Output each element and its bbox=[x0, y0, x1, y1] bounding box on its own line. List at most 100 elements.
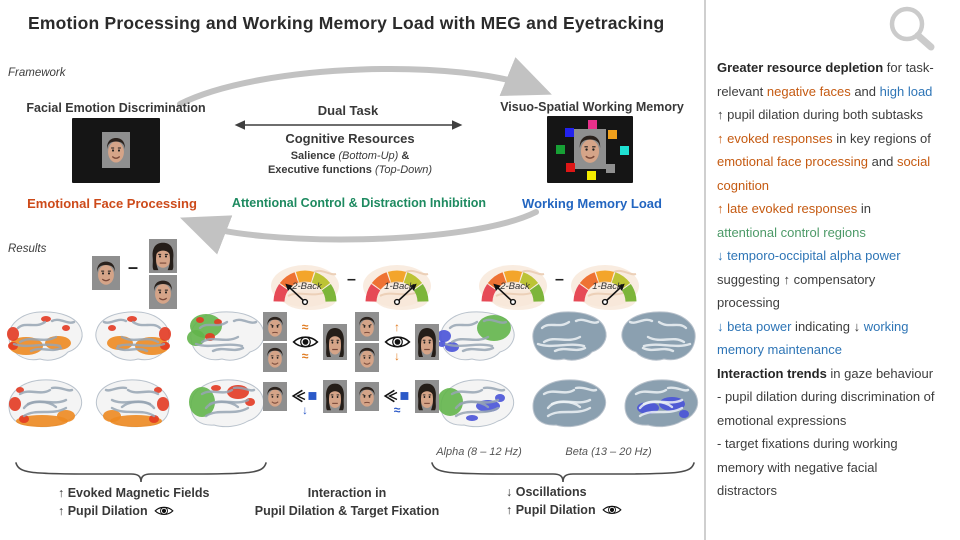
brain-map-orange-lateral bbox=[0, 306, 88, 364]
face-happy bbox=[355, 343, 379, 372]
wm-square bbox=[620, 146, 629, 155]
brain-map-slate-lateral bbox=[524, 306, 612, 364]
eye-icon bbox=[383, 334, 411, 350]
highlight-line: ↑ pupil dilation during both subtasks bbox=[717, 103, 957, 127]
text-segment: (Bottom-Up) bbox=[338, 150, 399, 162]
caption-middle: Interaction in Pupil Dilation & Target F… bbox=[247, 484, 447, 520]
text-segment: distractors bbox=[717, 483, 777, 498]
heading-facial-emotion-discrimination: Facial Emotion Discrimination bbox=[26, 101, 206, 115]
face-angry bbox=[355, 312, 379, 341]
text-segment: - target fixations during working bbox=[717, 436, 898, 451]
text-segment: Salience bbox=[290, 150, 339, 162]
text-segment: for task- bbox=[883, 60, 934, 75]
heading-visuo-spatial-wm: Visuo-Spatial Working Memory bbox=[500, 100, 684, 114]
highlight-line: ↑ late evoked responses in bbox=[717, 197, 957, 221]
interaction-group: ↑↓ bbox=[355, 312, 439, 372]
symbol-column: ≈≈ bbox=[290, 321, 320, 363]
text-segment: working bbox=[863, 318, 909, 334]
interaction-group: ≈≈ bbox=[263, 312, 347, 372]
text-segment: indicating ↓ bbox=[791, 318, 864, 334]
text-segment: emotional expressions bbox=[717, 412, 847, 428]
text-segment: ↓ beta power bbox=[717, 318, 792, 334]
caption-evoked-fields: ↑ Evoked Magnetic Fields bbox=[58, 486, 210, 500]
highlight-line: cognition bbox=[717, 174, 957, 198]
text-segment: in gaze behaviour bbox=[826, 365, 934, 381]
bottom-mark: ≈ bbox=[301, 348, 309, 363]
text-segment: suggesting ↑ compensatory bbox=[717, 271, 876, 287]
gauge-1back-right: 1-Back bbox=[568, 256, 644, 310]
gaze-target-icon bbox=[383, 388, 411, 404]
caption-interaction-2: Pupil Dilation & Target Fixation bbox=[254, 504, 440, 518]
cognitive-resources-label: Cognitive Resources bbox=[285, 131, 415, 146]
framework-section-label: Framework bbox=[8, 67, 66, 79]
highlight-line: processing bbox=[717, 291, 957, 315]
text-segment: (Top-Down) bbox=[374, 164, 433, 176]
brain-map-greenBlue-medial bbox=[432, 374, 520, 432]
wm-square bbox=[608, 130, 617, 139]
left-brace bbox=[15, 462, 267, 483]
text-segment: in key regions of bbox=[832, 130, 931, 146]
text-segment: & bbox=[398, 150, 410, 162]
face-female bbox=[323, 379, 347, 413]
brain-map-slate-lateral bbox=[616, 306, 704, 364]
text-segment: - pupil dilation during discrimination o… bbox=[717, 389, 935, 404]
gauge-1back: 1-Back bbox=[360, 256, 436, 310]
wm-square bbox=[566, 163, 575, 172]
highlight-line: Interaction trends in gaze behaviour bbox=[717, 362, 957, 386]
face-female bbox=[415, 324, 439, 360]
text-segment: negative faces bbox=[766, 83, 851, 99]
gauge-minus-right: – bbox=[555, 271, 564, 288]
text-segment: ↑ evoked responses bbox=[717, 130, 833, 146]
brain-map-greenRed-medial bbox=[182, 374, 270, 432]
wm-square bbox=[587, 171, 596, 180]
text-segment: social bbox=[896, 154, 931, 169]
outcome-working-memory-load: Working Memory Load bbox=[522, 196, 662, 211]
brain-map-greenBlue-lateral bbox=[432, 306, 520, 364]
brain-map-slate-medial bbox=[524, 374, 612, 432]
face-female bbox=[415, 379, 439, 413]
symbol-column: ↑↓ bbox=[382, 320, 412, 363]
text-segment: attentional control regions bbox=[717, 224, 866, 240]
brain-map-greenRed-lateral bbox=[182, 306, 270, 364]
text-segment: relevant bbox=[717, 83, 767, 99]
framework-arrow-top bbox=[177, 57, 552, 107]
salience-line: Salience (Bottom-Up) & bbox=[245, 150, 455, 162]
text-segment: processing bbox=[717, 295, 780, 310]
brain-map-orange-medial bbox=[90, 374, 178, 432]
caption-right: ↓ Oscillations ↑ Pupil Dilation bbox=[506, 483, 622, 519]
eye-icon bbox=[291, 334, 319, 350]
gauge-minus-left: – bbox=[347, 271, 356, 288]
gauge-2back-right: 2-Back bbox=[476, 256, 552, 310]
text-segment: Greater resource depletion bbox=[717, 60, 884, 75]
highlight-line: attentional control regions bbox=[717, 221, 957, 245]
highlight-line: emotional face processing and social bbox=[717, 150, 957, 174]
top-mark: ↑ bbox=[394, 320, 400, 335]
bottom-mark: ↓ bbox=[394, 348, 400, 363]
wm-square bbox=[565, 128, 574, 137]
eye-icon bbox=[601, 504, 622, 516]
text-segment: memory with negative facial bbox=[717, 459, 878, 475]
heading-dual-task: Dual Task bbox=[317, 103, 379, 118]
compare-minus: – bbox=[128, 257, 139, 277]
text-segment: ↑ pupil dilation during both subtasks bbox=[717, 107, 923, 122]
face-angry bbox=[263, 312, 287, 341]
compare-left-face bbox=[92, 256, 120, 290]
highlight-line: ↓ temporo-occipital alpha power bbox=[717, 244, 957, 268]
svg-text:2-Back: 2-Back bbox=[499, 281, 531, 292]
text-segment: emotional face processing bbox=[717, 154, 869, 169]
outcome-attentional-control: Attentional Control & Distraction Inhibi… bbox=[231, 196, 487, 210]
highlight-line: emotional expressions bbox=[717, 409, 957, 433]
caption-left: ↑ Evoked Magnetic Fields ↑ Pupil Dilatio… bbox=[58, 484, 209, 520]
caption-oscillations: ↓ Oscillations bbox=[506, 485, 587, 499]
right-brace bbox=[431, 462, 695, 483]
interaction-row: ≈≈↑↓ bbox=[263, 312, 439, 372]
page-title: Emotion Processing and Working Memory Lo… bbox=[28, 13, 665, 33]
zoom-magnifier-icon[interactable] bbox=[882, 2, 944, 56]
highlight-line: suggesting ↑ compensatory bbox=[717, 268, 957, 292]
text-segment: ↓ temporo-occipital alpha power bbox=[717, 248, 901, 263]
text-segment: Executive functions bbox=[267, 164, 375, 176]
wm-center-face bbox=[574, 129, 606, 169]
interaction-group: ≈ bbox=[355, 376, 439, 416]
